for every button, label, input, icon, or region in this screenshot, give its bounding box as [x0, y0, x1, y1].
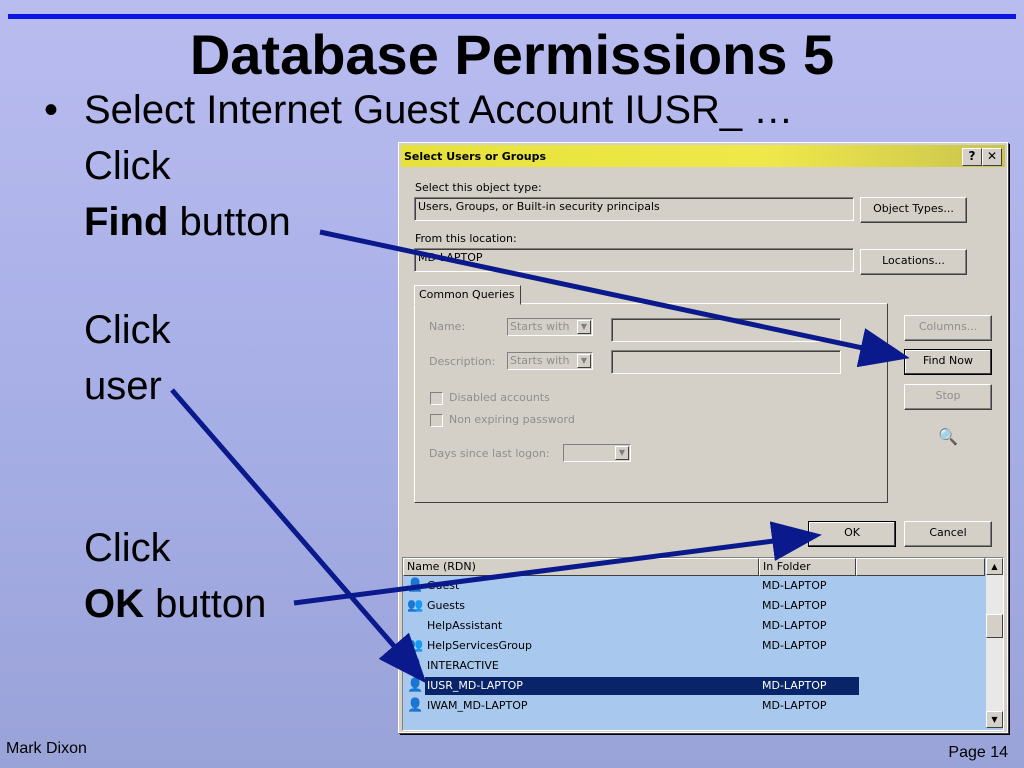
row-name: INTERACTIVE: [427, 659, 499, 672]
help-button[interactable]: ?: [962, 148, 982, 166]
step3-rest: button: [144, 582, 267, 626]
step1-rest: button: [168, 200, 291, 244]
scroll-up-icon[interactable]: ▲: [986, 558, 1003, 575]
column-header-empty: [856, 558, 985, 576]
table-row[interactable]: HelpAssistant MD-LAPTOP: [403, 616, 985, 636]
tab-common-queries[interactable]: Common Queries: [414, 285, 521, 305]
bullet-symbol: •: [44, 88, 59, 132]
row-name: HelpServicesGroup: [427, 639, 532, 652]
dialog-titlebar[interactable]: Select Users or Groups ? ✕: [401, 145, 1005, 167]
table-row[interactable]: 👥Guests MD-LAPTOP: [403, 596, 985, 616]
description-label: Description:: [429, 355, 496, 368]
scroll-down-icon[interactable]: ▼: [986, 711, 1003, 728]
chevron-down-icon: ▼: [577, 320, 591, 334]
step2-click: Click: [84, 308, 171, 352]
step1-text: Find button: [84, 194, 291, 250]
find-keyword: Find: [84, 200, 169, 244]
user-icon: 👤: [407, 698, 424, 713]
name-combo-value: Starts with: [510, 320, 570, 333]
name-label: Name:: [429, 320, 466, 333]
row-folder: MD-LAPTOP: [762, 579, 827, 592]
cancel-button[interactable]: Cancel: [904, 521, 992, 547]
slide-line-1: Select Internet Guest Account IUSR_ …: [84, 88, 794, 132]
row-name: Guests: [427, 599, 466, 612]
common-queries-panel: Name: Starts with ▼ Description: Starts w…: [414, 303, 888, 503]
row-folder: MD-LAPTOP: [762, 699, 827, 712]
footer-page: Page 14: [948, 744, 1008, 761]
selection-highlight: [425, 677, 859, 695]
footer-author: Mark Dixon: [6, 740, 87, 757]
vertical-scrollbar[interactable]: ▲ ▼: [986, 558, 1003, 728]
row-folder: MD-LAPTOP: [762, 639, 827, 652]
step3-click: Click: [84, 526, 171, 570]
object-type-label: Select this object type:: [415, 181, 542, 194]
row-name: HelpAssistant: [427, 619, 503, 632]
find-now-button[interactable]: Find Now: [904, 349, 992, 375]
dialog-title: Select Users or Groups: [404, 149, 547, 163]
row-folder: MD-LAPTOP: [762, 619, 827, 632]
ok-keyword: OK: [84, 582, 144, 626]
disabled-accounts-label: Disabled accounts: [449, 391, 550, 404]
scroll-thumb[interactable]: [986, 614, 1003, 638]
object-type-field: Users, Groups, or Built-in security prin…: [414, 197, 854, 221]
row-folder: MD-LAPTOP: [762, 679, 827, 692]
arrow-to-user: [170, 388, 427, 684]
close-button[interactable]: ✕: [982, 148, 1002, 166]
row-name: IUSR_MD-LAPTOP: [427, 679, 523, 692]
days-since-logon-label: Days since last logon:: [429, 447, 550, 460]
columns-button[interactable]: Columns...: [904, 315, 992, 341]
stop-button[interactable]: Stop: [904, 384, 992, 410]
step3-text: OK button: [84, 576, 266, 632]
days-combo[interactable]: ▼: [563, 444, 631, 462]
row-folder: MD-LAPTOP: [762, 599, 827, 612]
step2-user: user: [84, 364, 162, 408]
non-expiring-checkbox[interactable]: [430, 414, 443, 427]
row-name: IWAM_MD-LAPTOP: [427, 699, 528, 712]
object-types-button[interactable]: Object Types...: [860, 197, 967, 223]
disabled-accounts-checkbox[interactable]: [430, 392, 443, 405]
slide-title: Database Permissions 5: [189, 23, 835, 86]
ok-button[interactable]: OK: [808, 521, 896, 547]
arrow-to-find-now: [319, 229, 910, 368]
location-field: MD-LAPTOP: [414, 248, 854, 272]
top-accent-line: [8, 14, 1016, 19]
chevron-down-icon: ▼: [615, 446, 629, 460]
description-combo[interactable]: Starts with ▼: [507, 352, 593, 370]
step1-click: Click: [84, 144, 171, 188]
chevron-down-icon: ▼: [577, 354, 591, 368]
arrow-to-ok: [293, 521, 822, 606]
name-combo[interactable]: Starts with ▼: [507, 318, 593, 336]
group-icon: 👥: [407, 598, 424, 613]
description-combo-value: Starts with: [510, 354, 570, 367]
location-label: From this location:: [415, 232, 517, 245]
locations-button[interactable]: Locations...: [860, 249, 967, 275]
non-expiring-label: Non expiring password: [449, 413, 575, 426]
search-icon: 🔍: [938, 427, 958, 446]
description-input[interactable]: [611, 350, 841, 374]
table-row[interactable]: 👤IWAM_MD-LAPTOP MD-LAPTOP: [403, 696, 985, 716]
